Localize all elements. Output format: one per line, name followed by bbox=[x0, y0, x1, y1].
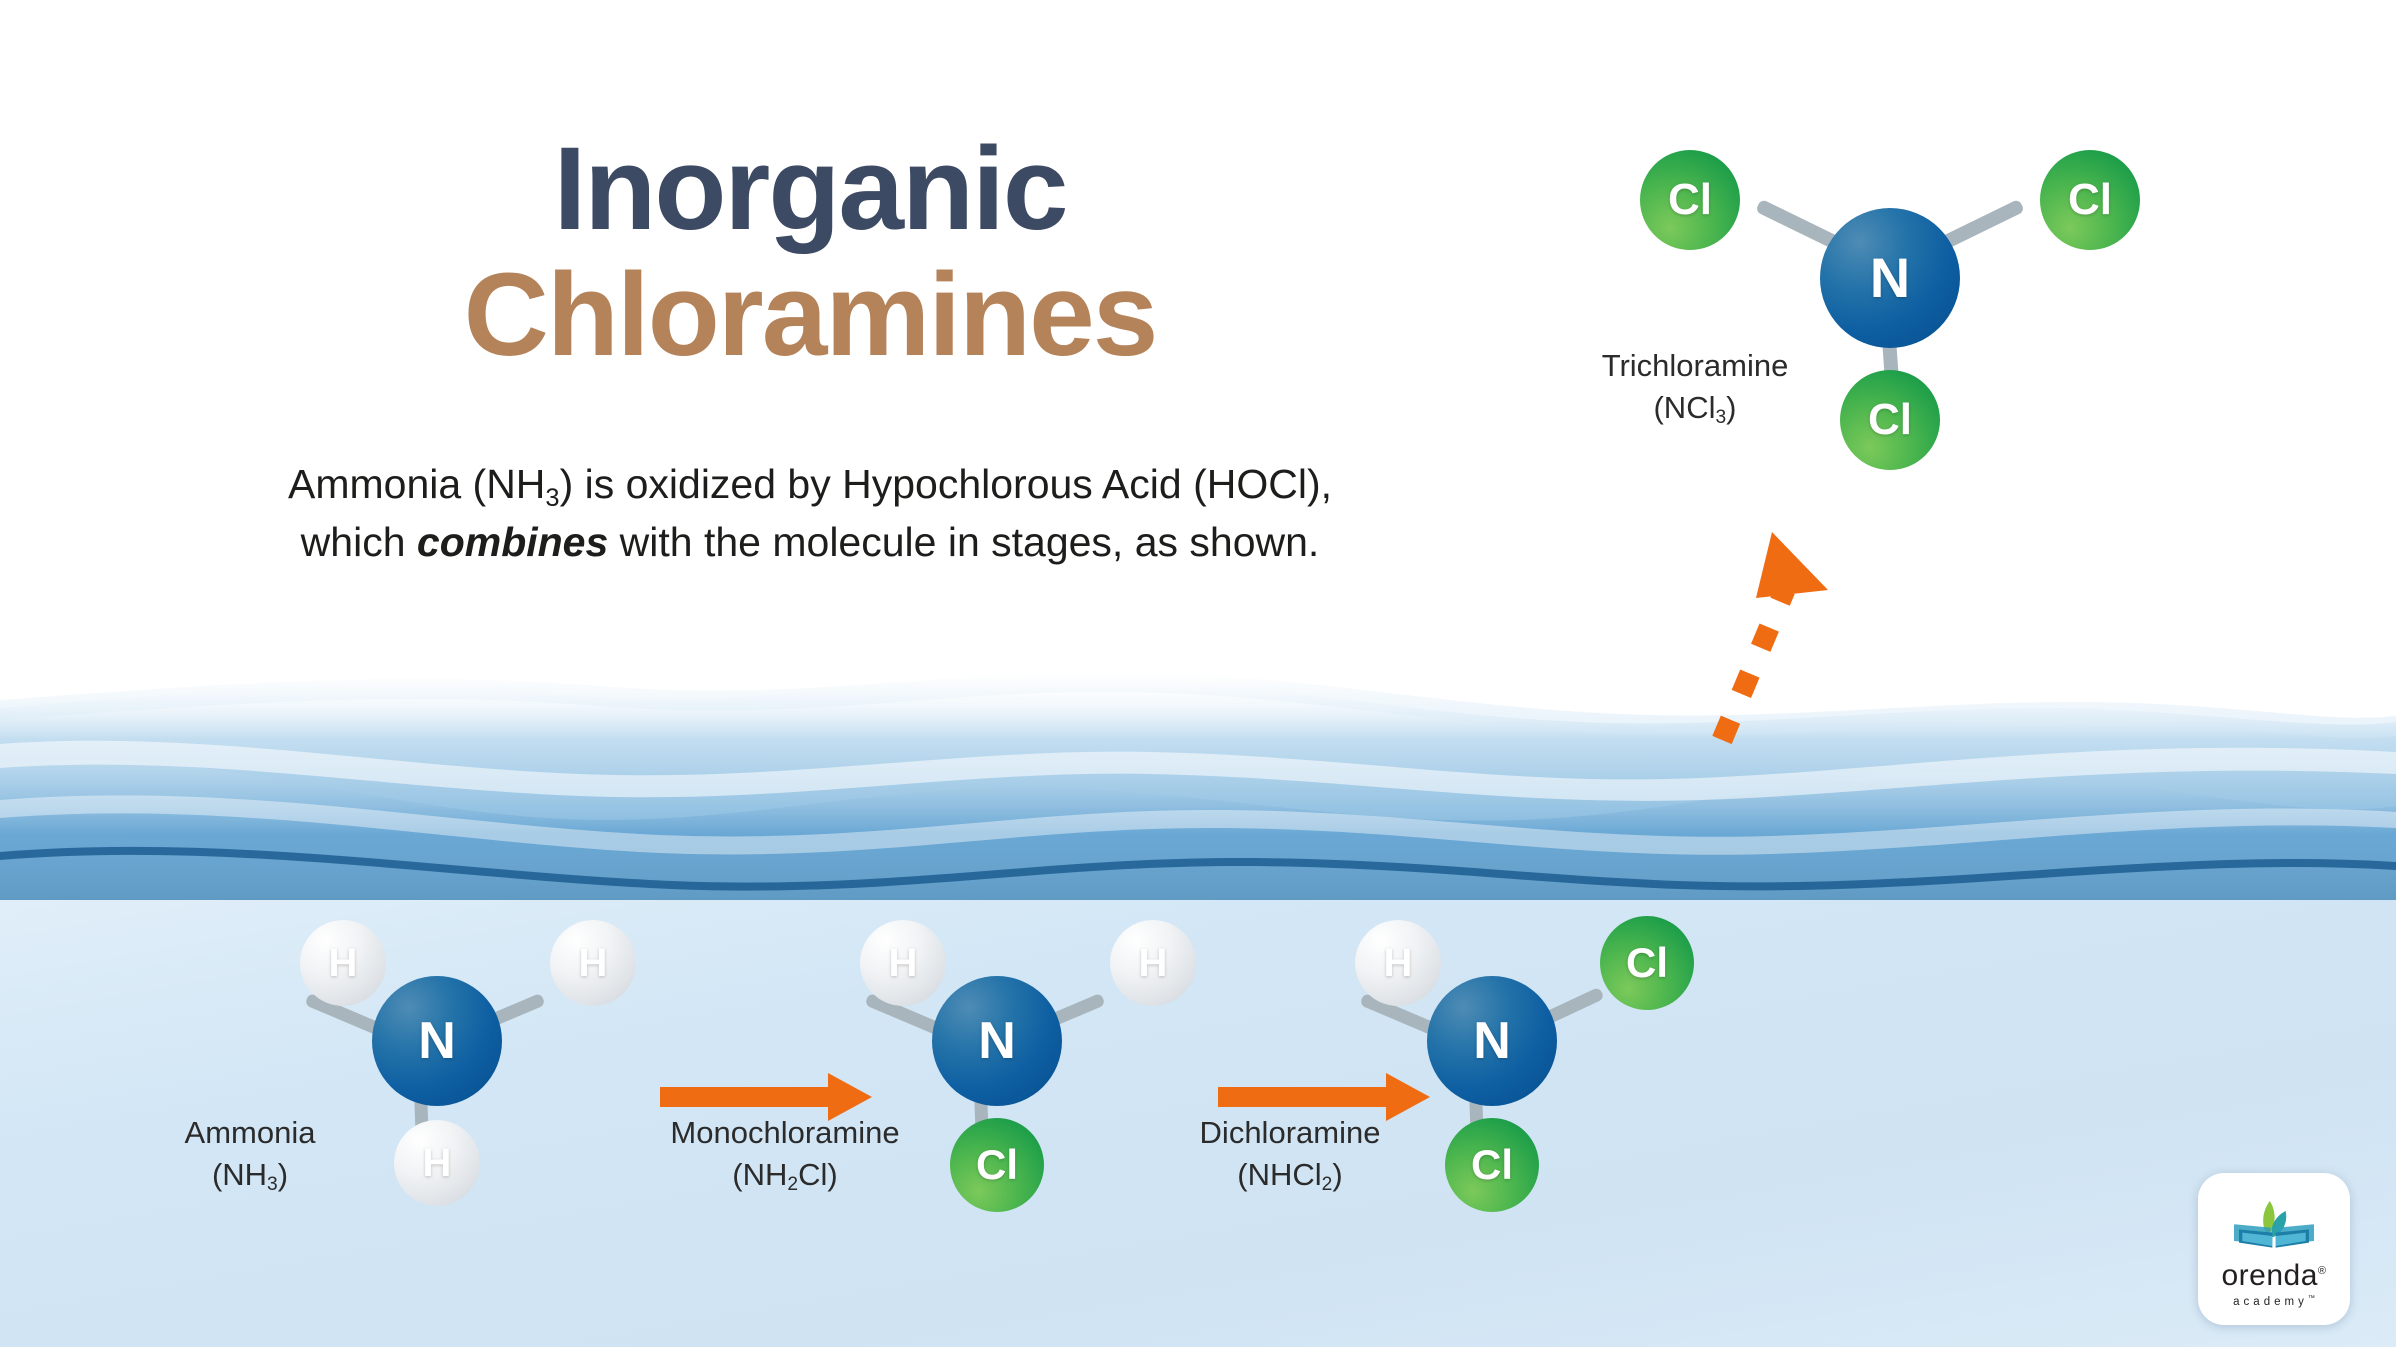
subtitle-l1-part-a: Ammonia (NH bbox=[287, 461, 546, 507]
label-dichloramine-formula: (NHCl2) bbox=[1135, 1154, 1445, 1196]
atom-chlorine-bottom: Cl bbox=[1840, 370, 1940, 470]
subtitle-emphasis-combines: combines bbox=[416, 519, 609, 566]
title-line-chloramines: Chloramines bbox=[463, 249, 1159, 381]
di-formula-b: ) bbox=[1332, 1156, 1343, 1192]
subtitle-text: Ammonia (NH3) is oxidized by Hypochlorou… bbox=[0, 455, 1620, 571]
label-trichloramine-formula: (NCl3) bbox=[1530, 387, 1860, 429]
am-formula-a: (NH bbox=[211, 1156, 268, 1192]
molecule-dichloramine: H Cl N Cl Dichloramine (NHCl2) bbox=[1200, 916, 1775, 1300]
atom-hydrogen-top-left: H bbox=[860, 920, 946, 1006]
mono-formula-a: (NH bbox=[732, 1156, 788, 1192]
atom-hydrogen-top-right: H bbox=[1110, 920, 1196, 1006]
am-formula-sub: 3 bbox=[267, 1174, 278, 1196]
atom-hydrogen-top-left: H bbox=[300, 920, 386, 1006]
subtitle-l2-part-b: with the molecule in stages, as shown. bbox=[608, 519, 1320, 566]
di-formula-a: (NHCl bbox=[1237, 1156, 1322, 1192]
di-formula-sub: 2 bbox=[1321, 1174, 1333, 1196]
title-line-inorganic: Inorganic bbox=[553, 123, 1068, 255]
label-monochloramine: Monochloramine (NH2Cl) bbox=[620, 1112, 950, 1195]
atom-chlorine-bottom: Cl bbox=[1445, 1118, 1539, 1212]
logo-sub-text: academy bbox=[2233, 1295, 2308, 1308]
tri-formula-a: (NCl bbox=[1653, 389, 1716, 425]
molecule-trichloramine: Cl Cl N Cl Trichloramine (NCl3) bbox=[1602, 150, 2160, 570]
water-surface-graphic bbox=[0, 671, 2396, 900]
logo-word-text: orenda bbox=[2221, 1259, 2318, 1293]
offgassing-arrow-dashed bbox=[1712, 532, 1828, 745]
tri-formula-b: ) bbox=[1726, 389, 1737, 425]
label-monochloramine-name: Monochloramine bbox=[670, 1115, 900, 1150]
arrow-1-shaft bbox=[660, 1087, 832, 1107]
logo-subtext: academy™ bbox=[2233, 1295, 2315, 1308]
subtitle-line-2: which combines with the molecule in stag… bbox=[0, 513, 1620, 571]
atom-hydrogen-top-left: H bbox=[1355, 920, 1441, 1006]
subtitle-l1-part-b: ) is oxidized by Hypochlorous Acid (HOCl… bbox=[559, 461, 1332, 507]
tri-formula-sub: 3 bbox=[1715, 407, 1727, 429]
arrow-2-head bbox=[1386, 1073, 1430, 1121]
atom-nitrogen-center: N bbox=[1820, 208, 1960, 348]
orenda-academy-logo[interactable]: orenda® academy™ bbox=[2198, 1173, 2350, 1325]
label-dichloramine-name: Dichloramine bbox=[1199, 1115, 1381, 1150]
mono-formula-b: Cl) bbox=[798, 1156, 838, 1192]
atom-chlorine-top-right: Cl bbox=[2040, 150, 2140, 250]
subtitle-l2-part-a: which bbox=[300, 519, 417, 566]
atom-nitrogen-center: N bbox=[932, 976, 1062, 1106]
atom-chlorine-bottom: Cl bbox=[950, 1118, 1044, 1212]
arrow-1-head bbox=[828, 1073, 872, 1121]
arrow-2-shaft bbox=[1218, 1087, 1390, 1107]
molecule-monochloramine: H H N Cl Monochloramine (NH2Cl) bbox=[670, 920, 1280, 1300]
atom-nitrogen-center: N bbox=[372, 976, 502, 1106]
label-trichloramine-name: Trichloramine bbox=[1601, 348, 1789, 383]
atom-hydrogen-top-right: H bbox=[550, 920, 636, 1006]
reaction-arrow-1 bbox=[660, 1073, 872, 1121]
label-dichloramine: Dichloramine (NHCl2) bbox=[1135, 1112, 1445, 1195]
logo-tm-mark: ™ bbox=[2307, 1295, 2315, 1303]
mono-formula-sub: 2 bbox=[787, 1174, 799, 1196]
reaction-arrow-2 bbox=[1218, 1073, 1430, 1121]
logo-wordmark: orenda® bbox=[2221, 1261, 2326, 1291]
subtitle-line-1: Ammonia (NH3) is oxidized by Hypochlorou… bbox=[0, 455, 1620, 513]
page-title: Inorganic Chloramines bbox=[0, 130, 1620, 378]
label-trichloramine: Trichloramine (NCl3) bbox=[1530, 345, 1860, 428]
atom-nitrogen-center: N bbox=[1427, 976, 1557, 1106]
atom-hydrogen-bottom: H bbox=[394, 1120, 480, 1206]
label-monochloramine-formula: (NH2Cl) bbox=[620, 1154, 950, 1196]
book-and-leaves-icon bbox=[2232, 1201, 2316, 1248]
am-formula-b: ) bbox=[277, 1156, 289, 1192]
label-ammonia-name: Ammonia bbox=[184, 1115, 316, 1150]
atom-chlorine-top-right: Cl bbox=[1600, 916, 1694, 1010]
logo-registered-mark: ® bbox=[2317, 1265, 2327, 1278]
atom-chlorine-top-left: Cl bbox=[1640, 150, 1740, 250]
subtitle-l1-subscript: 3 bbox=[545, 483, 560, 512]
label-ammonia-formula: (NH3) bbox=[100, 1154, 400, 1196]
label-ammonia: Ammonia (NH3) bbox=[100, 1112, 400, 1195]
molecule-ammonia: H H N H Ammonia (NH3) bbox=[185, 920, 720, 1300]
